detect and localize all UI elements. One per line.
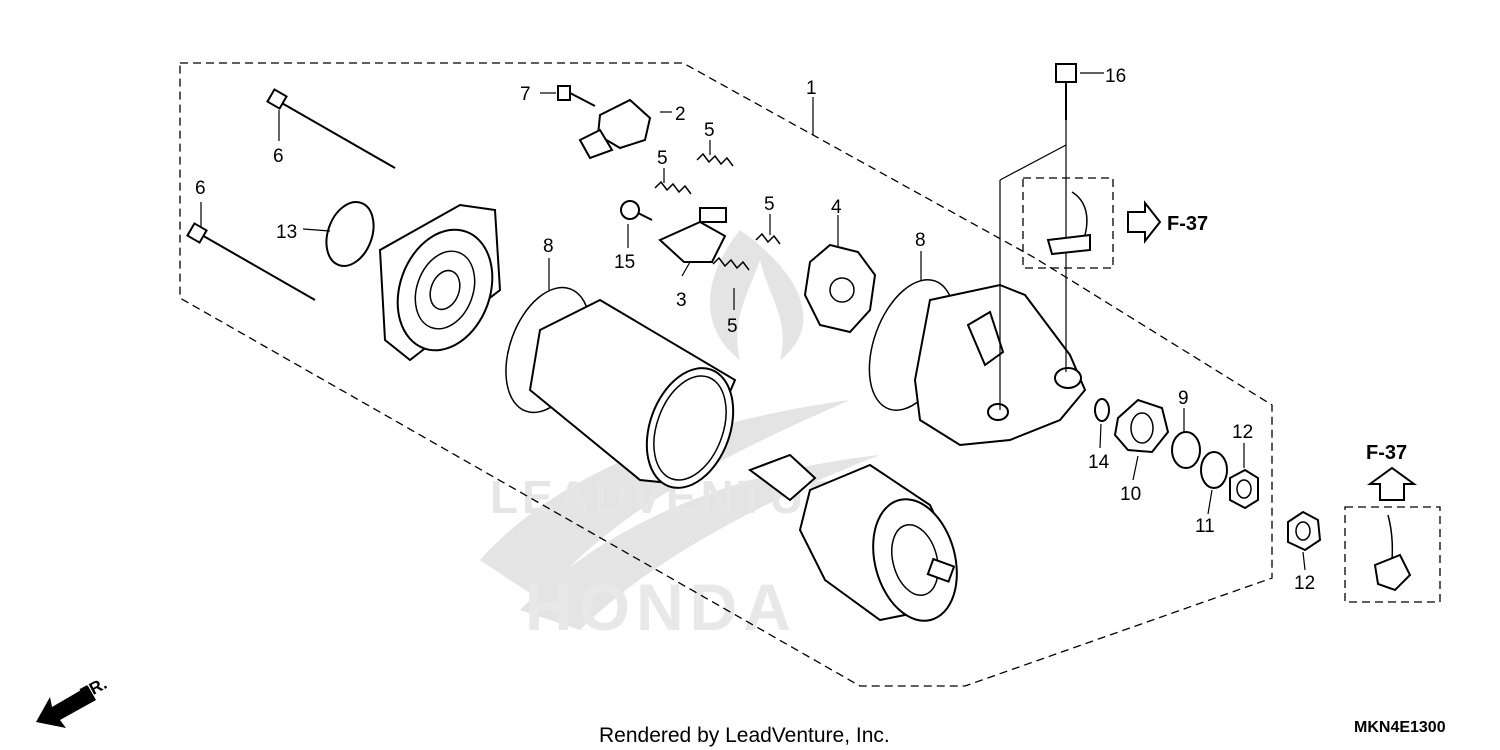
terminal-cable-right xyxy=(1046,191,1091,256)
callout-9: 9 xyxy=(1178,388,1189,409)
through-bolt-upper xyxy=(266,88,396,169)
callout-6-a: 6 xyxy=(273,146,284,167)
callouts: 1 2 3 4 5 5 5 5 6 6 7 8 8 9 10 11 12 12 … xyxy=(195,66,1315,594)
callout-7: 7 xyxy=(520,84,531,105)
motor-yoke xyxy=(528,298,737,489)
snap-ring-14 xyxy=(1094,398,1110,422)
through-bolt-lower xyxy=(186,222,316,301)
callout-5-a: 5 xyxy=(704,120,715,141)
damper-4 xyxy=(803,243,877,334)
callout-16: 16 xyxy=(1105,66,1126,87)
spring-5-c xyxy=(755,232,781,245)
brush-3 xyxy=(658,207,727,263)
callout-15: 15 xyxy=(614,252,635,273)
callout-1: 1 xyxy=(806,78,817,99)
callout-5-d: 5 xyxy=(727,316,738,337)
callout-8-a: 8 xyxy=(543,236,554,257)
callout-2: 2 xyxy=(675,104,686,125)
front-direction-arrow xyxy=(36,686,96,728)
callout-3: 3 xyxy=(676,290,687,311)
callout-12-b: 12 xyxy=(1294,573,1315,594)
washer-9 xyxy=(1171,431,1201,469)
callout-11: 11 xyxy=(1195,516,1215,537)
ref-arrow-up xyxy=(1366,466,1418,501)
spring-5-d xyxy=(712,256,750,271)
callout-13: 13 xyxy=(276,222,297,243)
diagram-code: MKN4E1300 xyxy=(1354,719,1446,736)
washer-11 xyxy=(1200,451,1228,489)
gear-10 xyxy=(1113,398,1170,454)
leader-lines xyxy=(200,72,1306,571)
reference-label-right: F-37 xyxy=(1167,213,1208,235)
assembly-frame xyxy=(179,62,1273,687)
ref-arrow-right xyxy=(1127,200,1162,244)
callout-10: 10 xyxy=(1120,484,1141,505)
armature xyxy=(747,453,958,622)
callout-4: 4 xyxy=(831,197,842,218)
brush-holder-2 xyxy=(578,98,652,160)
spring-5-b xyxy=(654,180,692,195)
callout-12-a: 12 xyxy=(1232,422,1253,443)
detail-box-right xyxy=(1022,177,1114,269)
nut-12-b xyxy=(1287,510,1322,552)
watermark-brand: HONDA xyxy=(525,570,797,644)
credit-text: Rendered by LeadVenture, Inc. xyxy=(599,724,890,747)
callout-6-b: 6 xyxy=(195,178,206,199)
rear-cover xyxy=(378,203,502,362)
spring-5-a xyxy=(696,152,734,167)
callout-5-c: 5 xyxy=(764,194,775,215)
screw-15 xyxy=(620,200,653,221)
callout-14: 14 xyxy=(1088,452,1110,473)
callout-5-b: 5 xyxy=(657,148,668,169)
screw-7 xyxy=(557,85,596,107)
callout-8-b: 8 xyxy=(915,230,926,251)
o-ring xyxy=(325,201,375,267)
terminal-cable-lower xyxy=(1373,514,1412,592)
reference-label-lower: F-37 xyxy=(1366,442,1407,464)
detail-box-lower xyxy=(1344,506,1441,603)
nut-12-a xyxy=(1229,468,1259,510)
